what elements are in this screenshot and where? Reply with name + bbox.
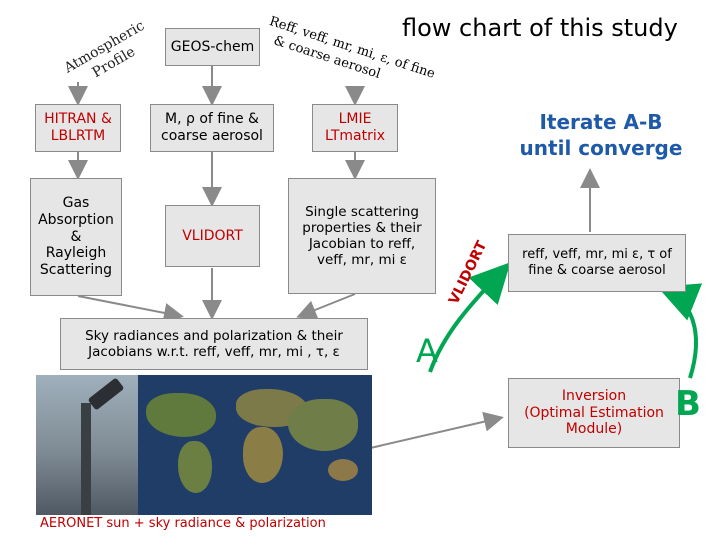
gas-box: Gas Absorption & Rayleigh Scattering [30,178,122,296]
label-a: A [416,332,438,370]
single-scattering-box: Single scattering properties & their Jac… [288,178,436,294]
photometer-icon [87,377,125,411]
aeronet-caption: AERONET sun + sky radiance & polarizatio… [40,516,326,531]
gas-label: Gas Absorption & Rayleigh Scattering [38,195,114,279]
m-rho-label: M, ρ of fine & coarse aerosol [161,111,263,144]
geos-chem-box: GEOS-chem [165,28,260,66]
sky-label: Sky radiances and polarization & their J… [85,327,343,360]
world-map [138,375,372,515]
arrow-single-to-sky [296,293,356,320]
lmie-box: LMIE LTmatrix [312,104,398,152]
inversion-label: Inversion (Optimal Estimation Module) [524,387,664,438]
hitran-box: HITRAN & LBLRTM [35,104,121,152]
arrow-gas-to-sky [77,295,184,323]
hitran-label: HITRAN & LBLRTM [44,111,112,144]
instrument-photo [36,375,138,515]
params-label: reff, veff, mr, mi ε, τ of fine & coarse… [522,247,672,278]
geos-chem-label: GEOS-chem [170,38,255,55]
inversion-box: Inversion (Optimal Estimation Module) [508,378,680,448]
vlidort-box: VLIDORT [165,205,260,267]
label-b: B [675,384,701,424]
aeronet-image [36,375,372,515]
vlidort-box-label: VLIDORT [182,227,243,244]
lmie-label: LMIE LTmatrix [324,111,386,144]
single-scattering-label: Single scattering properties & their Jac… [302,203,422,269]
loop-arrow-a [428,262,511,373]
loop-arrow-b [657,283,703,379]
iterate-label: Iterate A-B until converge [519,110,683,161]
params-box: reff, veff, mr, mi ε, τ of fine & coarse… [508,234,686,292]
sky-box: Sky radiances and polarization & their J… [60,318,368,370]
m-rho-box: M, ρ of fine & coarse aerosol [150,104,274,152]
page-title: flow chart of this study [402,14,678,42]
